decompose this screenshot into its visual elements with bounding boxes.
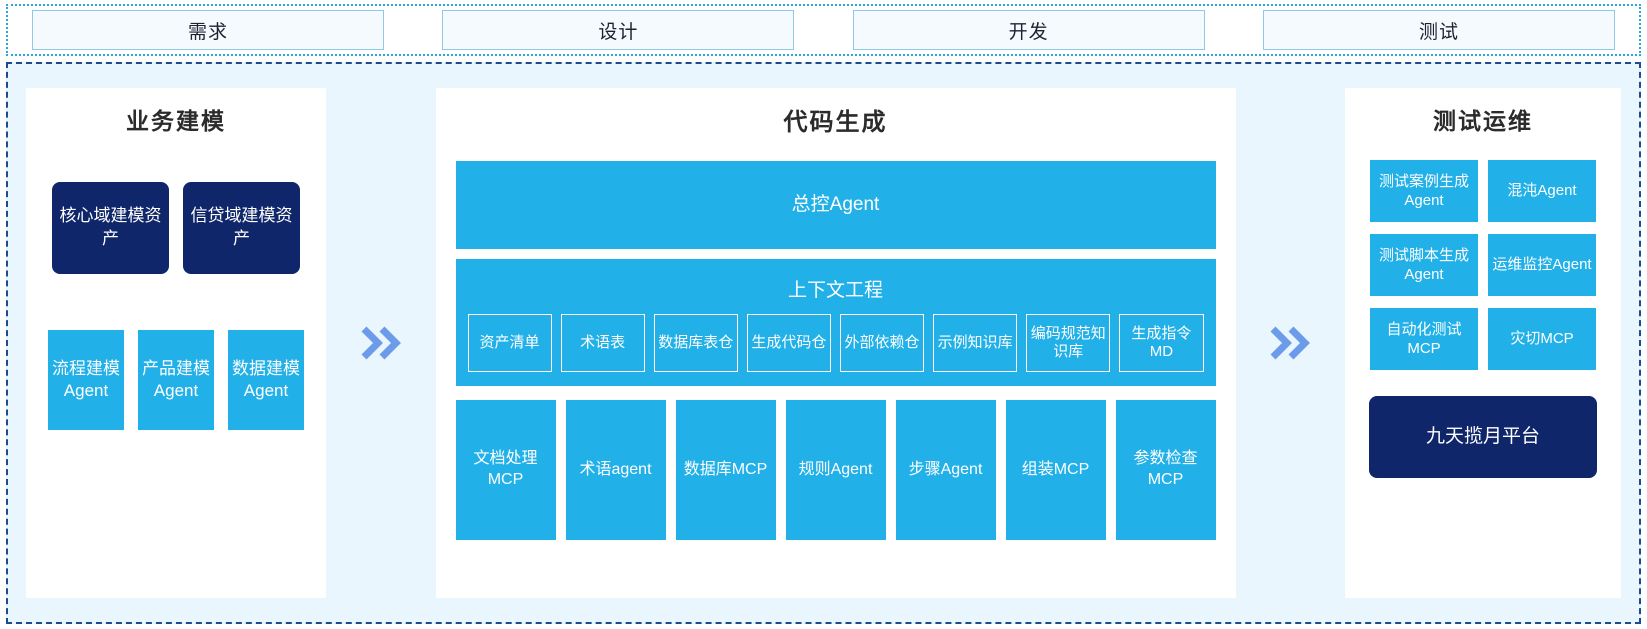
tool-card-document-processing-mcp[interactable]: 文档处理MCP <box>455 400 556 540</box>
panel-title-code-generation: 代码生成 <box>783 109 888 136</box>
phase-label: 开发 <box>1008 21 1049 43</box>
context-item-example-knowledge-base[interactable]: 示例知识库 <box>933 314 1018 372</box>
phase-box-development[interactable]: 开发 <box>852 10 1205 50</box>
agent-card-ops-monitoring[interactable]: 运维监控Agent <box>1488 234 1596 296</box>
phase-box-testing[interactable]: 测试 <box>1262 10 1615 50</box>
agent-card-process-modeling[interactable]: 流程建模Agent <box>48 330 124 430</box>
agent-card-automated-test-mcp[interactable]: 自动化测试MCP <box>1370 308 1478 370</box>
phase-box-design[interactable]: 设计 <box>442 10 795 50</box>
context-item-glossary[interactable]: 术语表 <box>560 314 645 372</box>
agent-card-test-script-generation[interactable]: 测试脚本生成Agent <box>1370 234 1478 296</box>
master-agent-card[interactable]: 总控Agent <box>455 161 1216 249</box>
context-item-row: 资产清单 术语表 数据库表仓 生成代码仓 外部依赖仓 示例知识库 编码规范知识库… <box>467 314 1204 372</box>
context-item-coding-standard-knowledge-base[interactable]: 编码规范知识库 <box>1026 314 1111 372</box>
tool-card-assembly-mcp[interactable]: 组装MCP <box>1005 400 1106 540</box>
panel-title-test-operations: 测试运维 <box>1433 108 1533 134</box>
phase-label: 需求 <box>187 21 228 43</box>
tool-card-database-mcp[interactable]: 数据库MCP <box>675 400 776 540</box>
tool-card-row: 文档处理MCP 术语agent 数据库MCP 规则Agent 步骤Agent 组… <box>455 400 1216 540</box>
panel-business-modeling: 业务建模 核心域建模资产 信贷域建模资产 流程建模Agent 产品建模Agent… <box>26 88 326 598</box>
phase-strip: 需求 设计 开发 测试 <box>6 4 1641 56</box>
tool-card-step-agent[interactable]: 步骤Agent <box>895 400 996 540</box>
panel-test-operations: 测试运维 测试案例生成Agent 混沌Agent 测试脚本生成Agent 运维监… <box>1345 88 1621 598</box>
agent-card-disaster-switch-mcp[interactable]: 灾切MCP <box>1488 308 1596 370</box>
agent-card-product-modeling[interactable]: 产品建模Agent <box>138 330 214 430</box>
phase-box-requirements[interactable]: 需求 <box>32 10 384 50</box>
tool-card-glossary-agent[interactable]: 术语agent <box>565 400 666 540</box>
main-content-area: 业务建模 核心域建模资产 信贷域建模资产 流程建模Agent 产品建模Agent… <box>6 62 1641 624</box>
agent-card-test-case-generation[interactable]: 测试案例生成Agent <box>1370 160 1478 222</box>
context-engineering-block: 上下文工程 资产清单 术语表 数据库表仓 生成代码仓 外部依赖仓 示例知识库 编… <box>455 259 1216 386</box>
business-asset-group: 核心域建模资产 信贷域建模资产 <box>52 182 300 274</box>
test-ops-agent-grid: 测试案例生成Agent 混沌Agent 测试脚本生成Agent 运维监控Agen… <box>1370 160 1596 370</box>
panel-code-generation: 代码生成 总控Agent 上下文工程 资产清单 术语表 数据库表仓 生成代码仓 … <box>435 88 1236 598</box>
double-chevron-right-icon-right <box>1236 88 1346 598</box>
context-item-external-dependency-repo[interactable]: 外部依赖仓 <box>840 314 925 372</box>
context-engineering-title: 上下文工程 <box>787 280 883 301</box>
code-generation-body: 总控Agent 上下文工程 资产清单 术语表 数据库表仓 生成代码仓 外部依赖仓… <box>436 137 1236 540</box>
asset-card-credit-domain[interactable]: 信贷域建模资产 <box>183 182 300 274</box>
context-item-generation-instruction-md[interactable]: 生成指令MD <box>1119 314 1204 372</box>
double-chevron-right-icon-left <box>326 88 436 598</box>
context-item-db-table-repo[interactable]: 数据库表仓 <box>653 314 738 372</box>
panel-title-business-modeling: 业务建模 <box>126 108 226 134</box>
agent-card-data-modeling[interactable]: 数据建模Agent <box>228 330 304 430</box>
asset-card-core-domain[interactable]: 核心域建模资产 <box>52 182 169 274</box>
tool-card-parameter-check-mcp[interactable]: 参数检查MCP <box>1115 400 1216 540</box>
phase-label: 测试 <box>1418 21 1459 43</box>
business-agent-group: 流程建模Agent 产品建模Agent 数据建模Agent <box>48 330 304 430</box>
phase-label: 设计 <box>598 21 639 43</box>
tool-card-rule-agent[interactable]: 规则Agent <box>785 400 886 540</box>
context-item-asset-list[interactable]: 资产清单 <box>467 314 552 372</box>
context-item-generated-code-repo[interactable]: 生成代码仓 <box>746 314 831 372</box>
agent-card-chaos[interactable]: 混沌Agent <box>1488 160 1596 222</box>
platform-card-jiutian-lanyue[interactable]: 九天揽月平台 <box>1369 396 1597 478</box>
